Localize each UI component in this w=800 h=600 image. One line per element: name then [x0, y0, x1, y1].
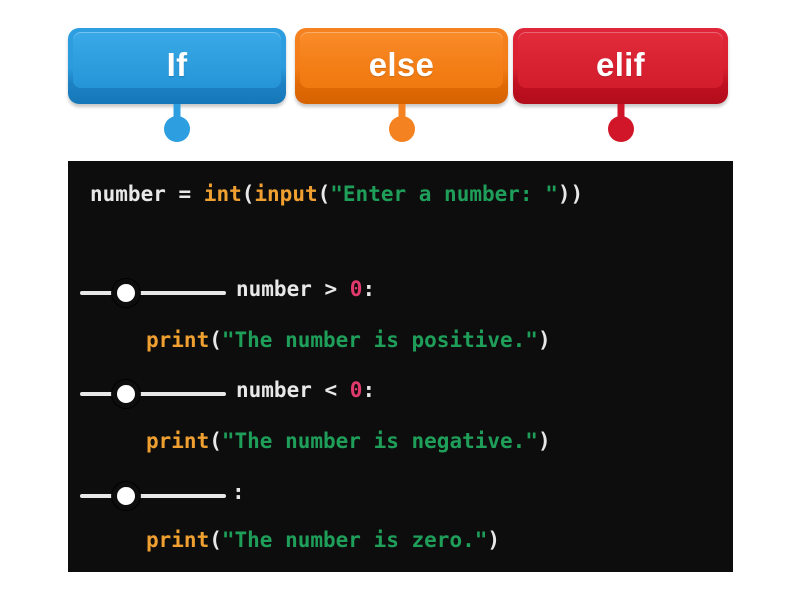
- connector-knob-elif: [607, 116, 634, 142]
- code-cond2-colon: :: [362, 377, 376, 402]
- tile-label-elif: elif: [596, 45, 645, 83]
- connector-knob-else: [388, 116, 415, 142]
- word-tiles-tray: If else elif: [0, 0, 800, 160]
- drop-zone-2-line: [80, 392, 226, 396]
- draggable-tile-if[interactable]: If: [68, 28, 286, 104]
- drop-zone-1-marker[interactable]: [112, 279, 140, 307]
- tile-wrap-if: If: [68, 28, 286, 142]
- drop-zone-2-marker[interactable]: [112, 380, 140, 408]
- tile-label-if: If: [166, 45, 188, 83]
- code-print2-close: ): [537, 428, 551, 453]
- code-cond3-colon: :: [232, 479, 245, 504]
- code-line-condition-1: number > 0:: [236, 276, 375, 302]
- draggable-tile-else[interactable]: else: [295, 28, 508, 104]
- code-print2-fn: print: [146, 428, 210, 453]
- code-cond2-var: number: [236, 377, 312, 402]
- code-function-int: int: [203, 181, 242, 206]
- code-line-condition-3: :: [232, 479, 245, 505]
- code-var-number: number: [90, 181, 166, 206]
- drop-zone-2[interactable]: [80, 379, 226, 409]
- code-paren-close-1: )): [557, 181, 584, 206]
- code-block: number = int(input("Enter a number: ")) …: [68, 161, 733, 572]
- code-line-print-negative: print("The number is negative."): [146, 428, 551, 454]
- connector-knob-if: [164, 116, 190, 142]
- tile-connector-elif: [607, 104, 634, 146]
- code-function-input: input: [254, 181, 318, 206]
- code-print3-close: ): [487, 527, 501, 552]
- code-print1-open: (: [209, 327, 222, 352]
- drop-zone-1-line: [80, 291, 226, 295]
- code-print3-open: (: [209, 527, 222, 552]
- code-print2-open: (: [209, 428, 222, 453]
- code-paren-open-2: (: [317, 181, 331, 206]
- code-print2-string: "The number is negative.": [221, 428, 538, 453]
- drop-zone-1[interactable]: [80, 278, 226, 308]
- code-string-prompt: "Enter a number: ": [330, 181, 558, 206]
- code-line-assignment: number = int(input("Enter a number: ")): [90, 181, 583, 207]
- code-print1-string: "The number is positive.": [221, 327, 538, 352]
- code-line-condition-2: number < 0:: [236, 377, 375, 403]
- code-print1-fn: print: [146, 327, 210, 352]
- tile-connector-else: [388, 104, 415, 146]
- connector-stem-else: [398, 104, 405, 126]
- connector-stem-elif: [617, 104, 624, 126]
- code-print3-string: "The number is zero.": [221, 527, 488, 552]
- drop-zone-3-line: [80, 494, 226, 498]
- drop-zone-3[interactable]: [80, 481, 226, 511]
- tile-wrap-elif: elif: [513, 28, 728, 142]
- code-line-print-positive: print("The number is positive."): [146, 327, 551, 353]
- code-cond1-var: number: [236, 276, 312, 301]
- code-print1-close: ): [537, 327, 551, 352]
- code-cond1-number: 0: [349, 276, 363, 301]
- tile-label-else: else: [368, 45, 435, 83]
- draggable-tile-elif[interactable]: elif: [513, 28, 728, 104]
- code-operator-assign: =: [165, 181, 204, 206]
- code-paren-open-1: (: [241, 181, 255, 206]
- code-cond1-operator: >: [311, 276, 350, 301]
- connector-stem-if: [173, 104, 181, 126]
- code-cond1-colon: :: [362, 276, 376, 301]
- code-cond2-operator: <: [311, 377, 350, 402]
- tile-connector-if: [164, 104, 190, 146]
- code-print3-fn: print: [146, 527, 210, 552]
- drop-zone-3-marker[interactable]: [112, 482, 140, 510]
- tile-wrap-else: else: [295, 28, 508, 142]
- code-cond2-number: 0: [349, 377, 363, 402]
- code-line-print-zero: print("The number is zero."): [146, 527, 500, 553]
